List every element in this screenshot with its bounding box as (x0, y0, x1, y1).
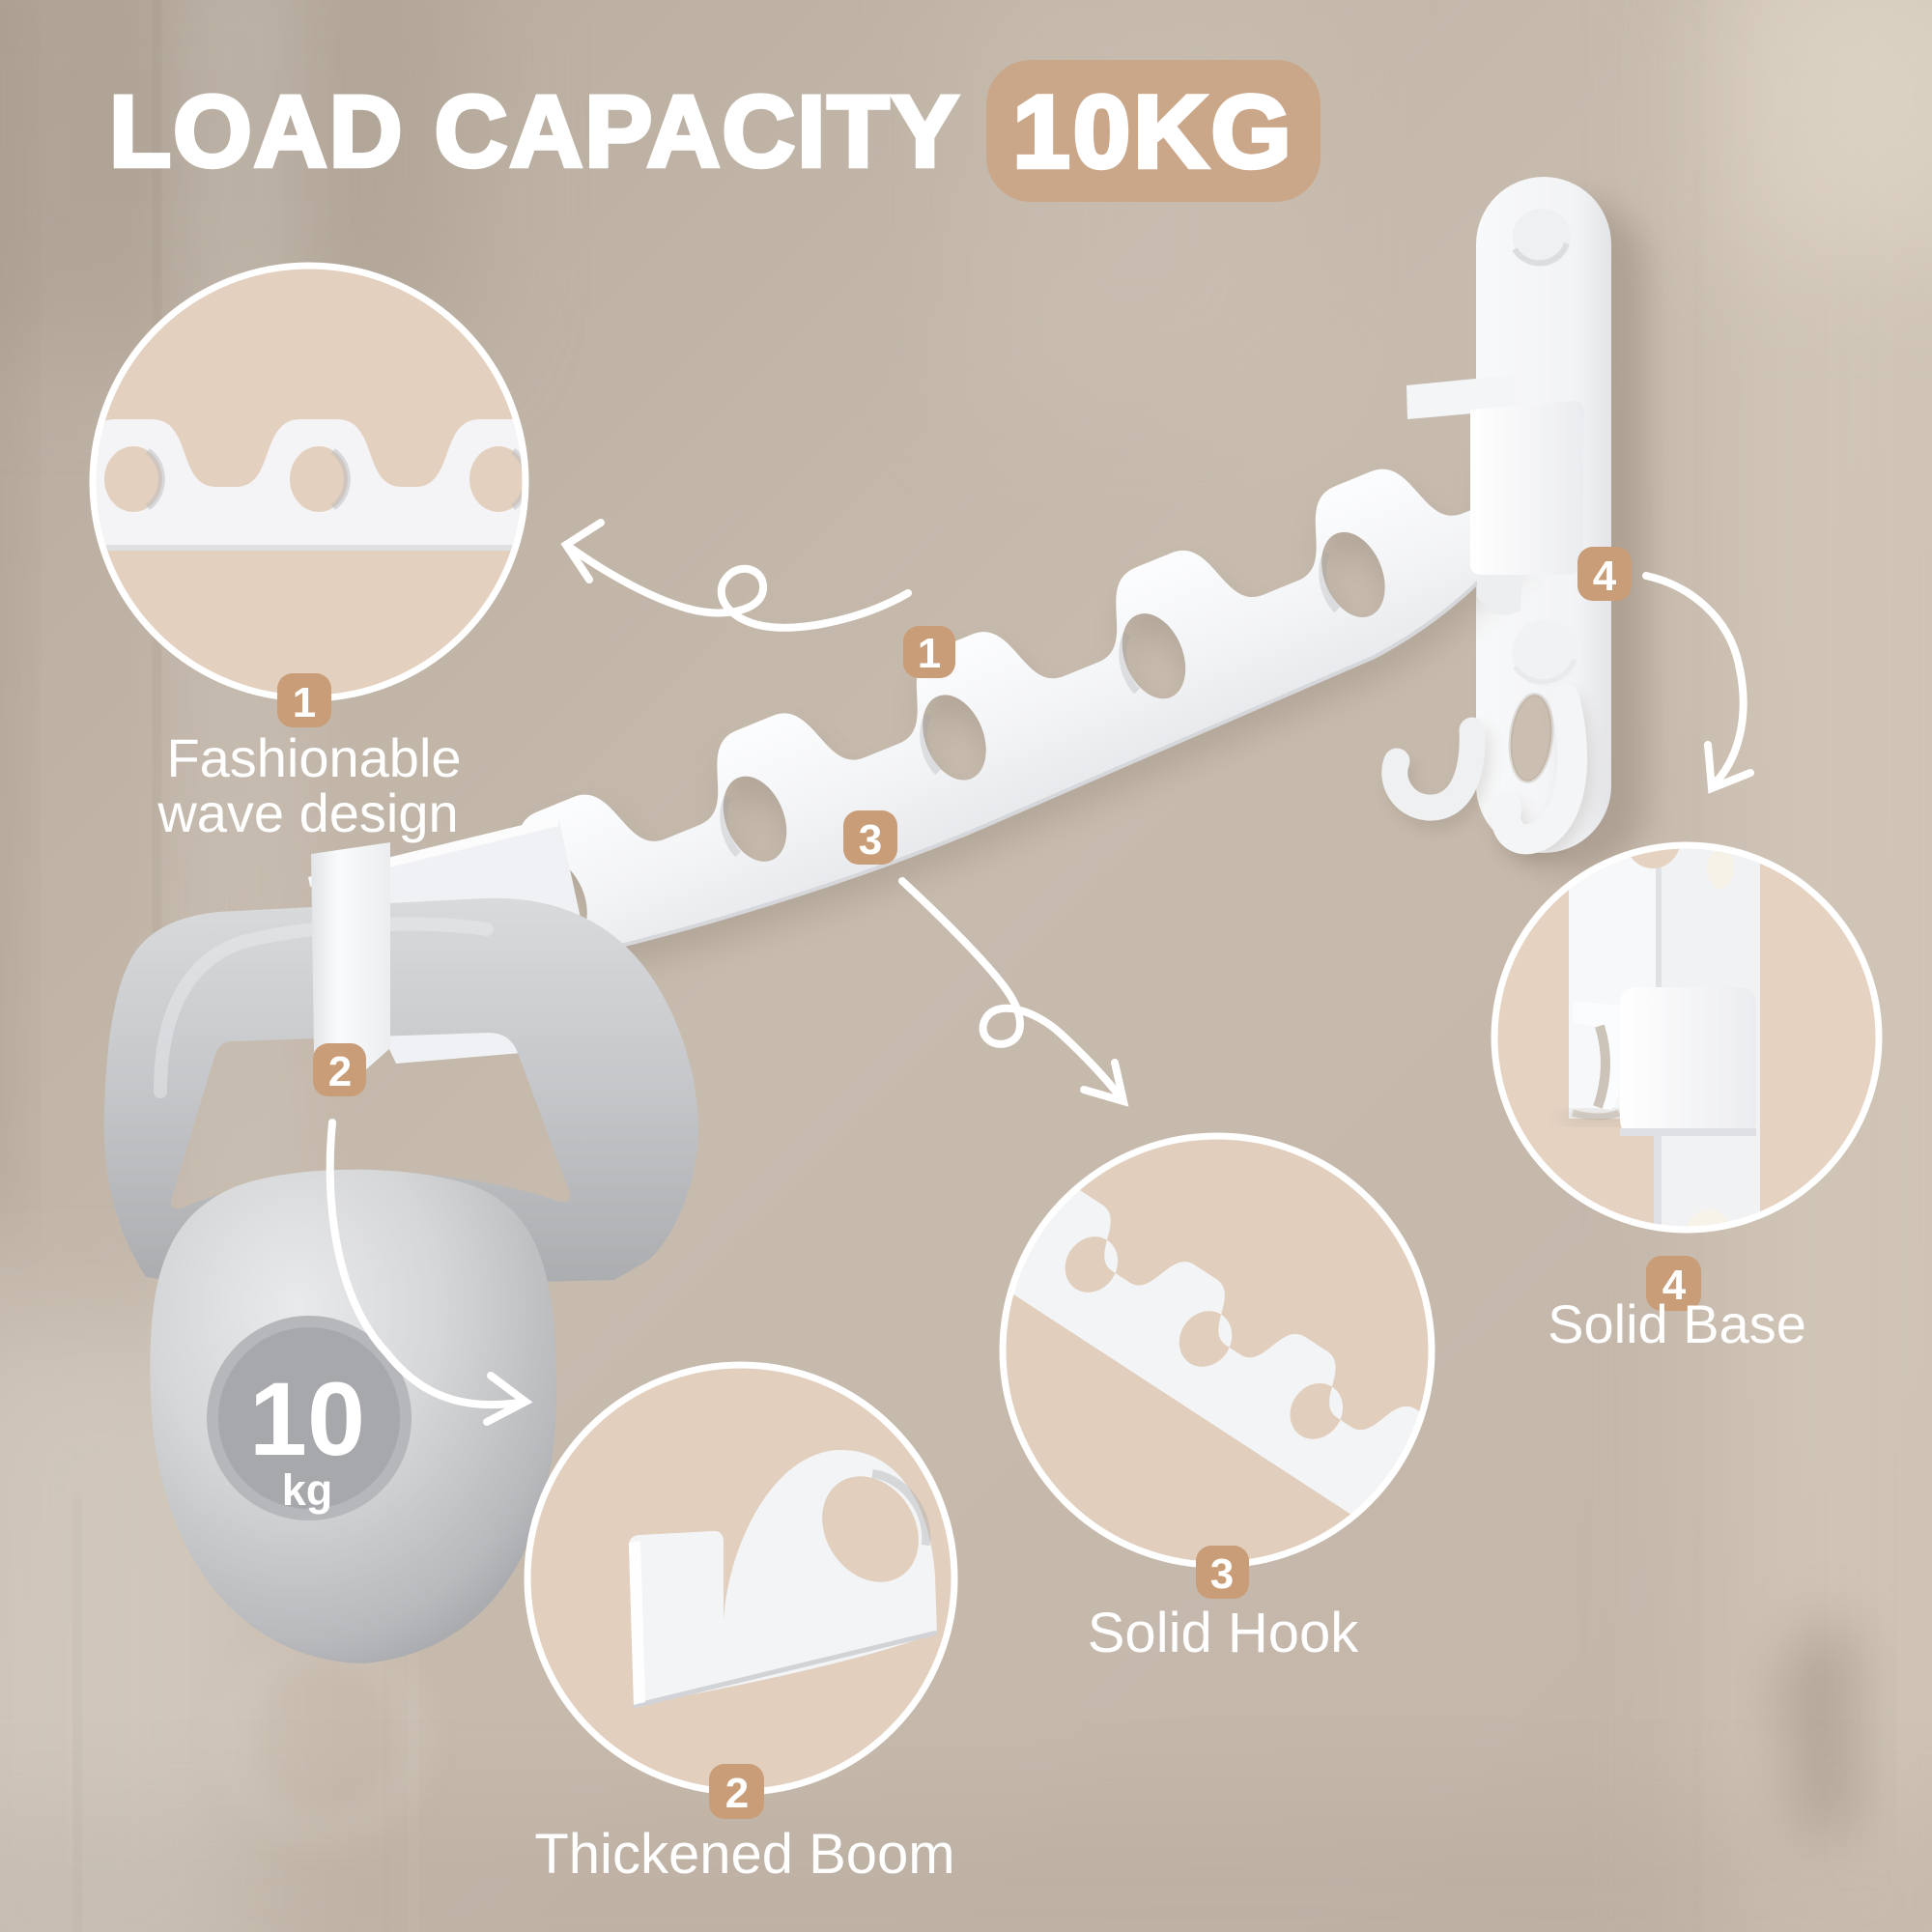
svg-text:2: 2 (328, 1048, 352, 1095)
svg-text:Solid Hook: Solid Hook (1088, 1602, 1359, 1664)
svg-text:Solid Base: Solid Base (1548, 1293, 1806, 1354)
svg-text:2: 2 (725, 1770, 749, 1817)
svg-text:4: 4 (1662, 1262, 1687, 1309)
svg-text:10: 10 (249, 1360, 365, 1477)
svg-text:wave design: wave design (156, 782, 458, 843)
svg-text:Thickened Boom: Thickened Boom (534, 1823, 954, 1886)
svg-text:1: 1 (918, 630, 941, 677)
svg-text:3: 3 (859, 816, 882, 864)
svg-text:LOAD CAPACITY: LOAD CAPACITY (109, 75, 961, 188)
svg-text:3: 3 (1210, 1550, 1234, 1598)
svg-text:kg: kg (282, 1465, 333, 1515)
svg-text:10KG: 10KG (1012, 73, 1294, 189)
svg-text:Fashionable: Fashionable (166, 727, 461, 788)
svg-text:1: 1 (293, 679, 316, 726)
svg-text:4: 4 (1593, 553, 1617, 600)
